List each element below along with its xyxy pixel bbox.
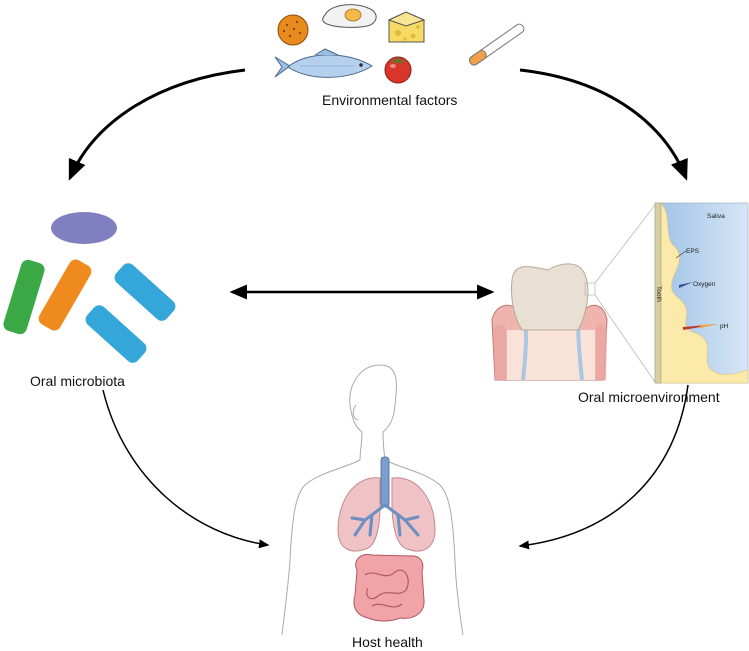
bacteria-icon [3, 212, 176, 363]
cigarette-icon [468, 23, 525, 66]
orange-icon [277, 14, 309, 46]
tomato-icon [384, 56, 412, 84]
inset-label-saliva: Saliva [707, 213, 725, 220]
fish-icon [274, 48, 373, 78]
arrow-microbiota-to-host [102, 389, 270, 549]
microenvironment-inset: Saliva EPS Oxygen pH Tooth [654, 202, 749, 384]
arrow-env-to-microbiota [68, 68, 246, 181]
cheese-icon [387, 11, 426, 43]
label-oral-microenvironment: Oral microenvironment [578, 389, 720, 405]
arrow-microenvironment-to-host [518, 384, 689, 550]
intestine-icon [353, 553, 425, 622]
label-environmental-factors: Environmental factors [322, 92, 458, 108]
inset-label-eps: EPS [686, 248, 700, 255]
arrow-env-to-microenvironment [519, 68, 688, 181]
fried-egg-icon [322, 4, 377, 28]
inset-label-ph: pH [720, 323, 729, 330]
label-oral-microbiota: Oral microbiota [30, 373, 125, 389]
lungs-icon [337, 456, 436, 552]
label-host-health: Host health [352, 634, 423, 650]
inset-label-tooth: Tooth [655, 286, 662, 302]
tooth-icon [491, 204, 656, 383]
inset-label-oxygen: Oxygen [693, 281, 716, 288]
